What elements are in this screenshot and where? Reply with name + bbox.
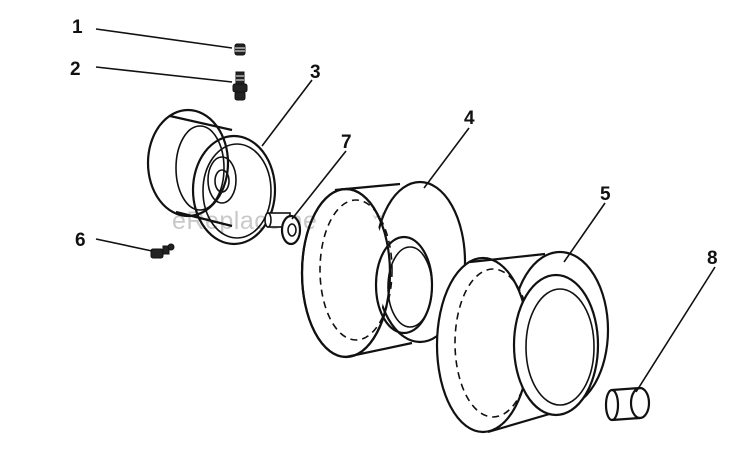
leader-line-7	[291, 150, 347, 220]
callout-4: 4	[464, 108, 475, 129]
callout-5: 5	[600, 184, 611, 205]
leader-line-3	[261, 79, 313, 147]
callout-2: 2	[70, 59, 81, 80]
callout-8: 8	[707, 248, 718, 269]
part-1-valve-cap	[234, 43, 246, 56]
callout-labels: 1 2 3 4 5 6 7 8	[70, 17, 718, 269]
callout-6: 6	[75, 230, 86, 251]
part-7-flange-bushing	[264, 212, 302, 246]
leader-line-8	[635, 266, 716, 393]
part-4-tire	[300, 180, 467, 359]
part-3-rim-flange	[191, 134, 277, 246]
leader-lines	[95, 28, 716, 393]
wheel-rim	[146, 108, 237, 228]
part-8-bushing	[604, 386, 651, 422]
callout-7: 7	[341, 132, 352, 153]
part-2-valve-stem	[232, 71, 248, 101]
part-5-tire	[435, 250, 610, 434]
leader-line-6	[95, 238, 153, 252]
leader-line-4	[423, 127, 470, 189]
callout-3: 3	[310, 62, 321, 83]
leader-line-5	[563, 202, 606, 263]
leader-line-1	[95, 28, 233, 49]
callout-1: 1	[72, 17, 83, 38]
part-6-grease-fitting	[150, 243, 175, 259]
leader-line-2	[95, 66, 233, 83]
